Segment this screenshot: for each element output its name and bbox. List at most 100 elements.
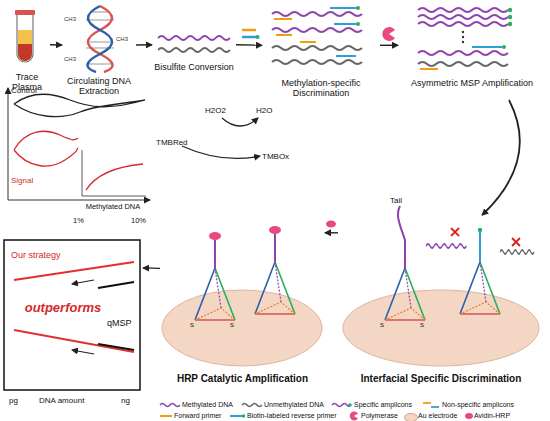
legend-text: Biotin-labeled reverse primer: [247, 412, 336, 420]
chart-label: 1%: [73, 216, 84, 225]
converted-strands: [158, 36, 230, 40]
flow-arrow: [325, 232, 338, 233]
comparison-chart: [72, 280, 94, 284]
amplicon-strands: [502, 45, 506, 49]
amplicon-strands: [418, 15, 508, 19]
annotation-label: Tail: [390, 196, 402, 205]
hrp-electrode: [274, 234, 276, 262]
legend-text: Non-specific amplicons: [442, 401, 514, 409]
amplicon-strands: [418, 51, 508, 55]
comparison-chart: [4, 240, 140, 390]
annotation-label: TMBOx: [262, 152, 289, 161]
primer-pair: [242, 29, 256, 32]
legend-text: Au electrode: [418, 412, 457, 420]
amplicon-strands: [508, 15, 512, 19]
legend-samples: [465, 413, 473, 419]
dna-helix: [87, 6, 112, 72]
annotation-label: CH3: [64, 56, 76, 63]
amplicon-strands: [418, 22, 508, 26]
amplicon-strands: [472, 46, 502, 48]
step-label: Interfacial Specific Discrimination: [338, 373, 544, 385]
flow-arrow: [380, 45, 398, 46]
comparison-chart: [4, 240, 140, 390]
chart-label: pg: [9, 396, 18, 405]
chart-label: DNA amount: [39, 396, 84, 405]
chart-label: Signal: [11, 176, 33, 185]
step-label: HRP Catalytic Amplification: [160, 373, 325, 385]
legend-swatch: [404, 413, 418, 421]
voltammetry-chart: [14, 94, 145, 116]
gold-electrode: [500, 250, 534, 254]
plasma-tube: [15, 10, 35, 62]
step-label: Circulating DNA Extraction: [62, 76, 136, 96]
annotation-label: H2O2: [205, 106, 226, 115]
workflow-step: Methylation-specific Discrimination: [262, 4, 380, 100]
gold-electrode: [478, 228, 482, 232]
primer-pair: [242, 36, 256, 39]
legend-samples: [242, 404, 262, 407]
chart-label: Control: [11, 86, 37, 95]
voltammetry-chart: [82, 196, 146, 197]
result-chart: ControlSignalMethylated DNA1%10%: [3, 84, 153, 234]
discrimination-strands: [356, 6, 360, 10]
dna-helix: [86, 6, 114, 72]
legend-text: Specific amplicons: [354, 401, 412, 409]
amplicon-strands: [462, 36, 464, 38]
avidin-hrp-glyph: [326, 221, 336, 228]
gold-electrode: [426, 244, 467, 248]
amplicon-strands: [418, 62, 508, 66]
amplicon-strands: [508, 8, 512, 12]
legend-samples: [242, 414, 246, 418]
discrimination-strands: [356, 22, 360, 26]
flow-arrow: [50, 44, 62, 46]
legend-samples: [350, 412, 358, 421]
amplicon-strands: [462, 41, 464, 43]
annotation-label: CH3: [64, 16, 76, 23]
discrimination-strands: [274, 18, 292, 20]
gold-electrode: [512, 238, 520, 246]
gold-electrode: [343, 206, 539, 366]
chart-label: Methylated DNA: [75, 202, 151, 211]
legend-samples: [160, 404, 180, 407]
annotation-label: TMBRed: [156, 138, 188, 147]
legend-text: Unmethylated DNA: [264, 401, 324, 409]
workflow-step: Asymmetric MSP Amplification: [398, 4, 546, 100]
annotation-label: CH3: [116, 36, 128, 43]
avidin-hrp-glyph: [326, 221, 336, 228]
plasma-tube: [15, 10, 35, 15]
discrimination-strands: [300, 41, 316, 43]
step-label: Bisulfite Conversion: [152, 62, 236, 72]
plasma-tube: [18, 30, 32, 61]
plasma-tube: [18, 44, 32, 61]
legend-samples: [348, 403, 352, 407]
chart-label: outperforms: [15, 300, 111, 315]
legend-text: Methylated DNA: [182, 401, 233, 409]
legend-samples: [332, 404, 349, 407]
result-chart: Our strategyoutperformsqMSPpgDNA amountn…: [3, 238, 143, 414]
voltammetry-chart: [8, 88, 150, 200]
comparison-chart: [72, 350, 94, 354]
electrode-stage: HRP Catalytic Amplification: [160, 215, 325, 393]
step-label: Methylation-specific Discrimination: [262, 78, 380, 98]
annotation-label: S: [230, 322, 234, 329]
dna-helix: [88, 6, 113, 72]
flow-arrow: [482, 100, 520, 215]
voltammetry-chart: [8, 200, 150, 201]
discrimination-strands: [330, 7, 356, 9]
chart-label: qMSP: [107, 318, 132, 328]
amplicon-strands: [508, 22, 512, 26]
discrimination-strands: [272, 6, 362, 64]
gold-electrode: [451, 228, 459, 236]
hrp-electrode: [255, 262, 295, 314]
amplicon-strands: [418, 8, 512, 69]
flow-arrow: [236, 44, 262, 46]
amplicon-strands: [418, 8, 508, 12]
hrp-electrode: [214, 240, 216, 268]
gold-electrode: [479, 232, 481, 262]
discrimination-strands: [272, 46, 362, 50]
discrimination-strands: [272, 28, 362, 32]
flow-arrow: [143, 267, 160, 269]
